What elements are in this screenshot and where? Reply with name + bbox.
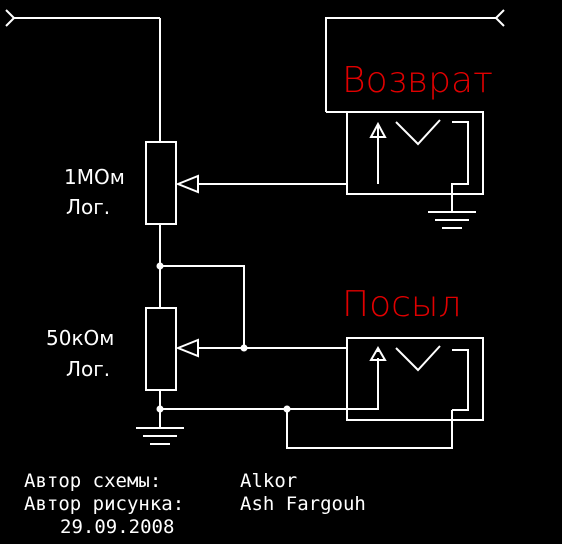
ground-icon (136, 427, 184, 445)
drawing-author-name: Ash Fargouh (240, 493, 366, 515)
send-title: Посыл (342, 284, 461, 325)
potentiometer-top-icon (145, 141, 347, 266)
scheme-author-name: Alkor (240, 470, 297, 492)
pot-bottom-taper: Лог. (66, 357, 110, 381)
pot-top-taper: Лог. (66, 195, 110, 219)
return-title: Возврат (342, 60, 493, 101)
pot-bottom-value: 50кОм (46, 326, 114, 350)
pot-top-value: 1МОм (64, 165, 125, 189)
input-terminal-icon (5, 9, 160, 27)
drawing-date: 29.09.2008 (60, 516, 174, 538)
junction-dot-icon (240, 344, 248, 352)
jack-socket-send-icon (346, 337, 484, 421)
scheme-author-label: Автор схемы: (24, 470, 161, 492)
jack-socket-return-icon (346, 111, 484, 212)
drawing-author-label: Автор рисунка: (24, 493, 184, 515)
potentiometer-bottom-icon (145, 307, 347, 428)
ground-icon (428, 211, 476, 229)
